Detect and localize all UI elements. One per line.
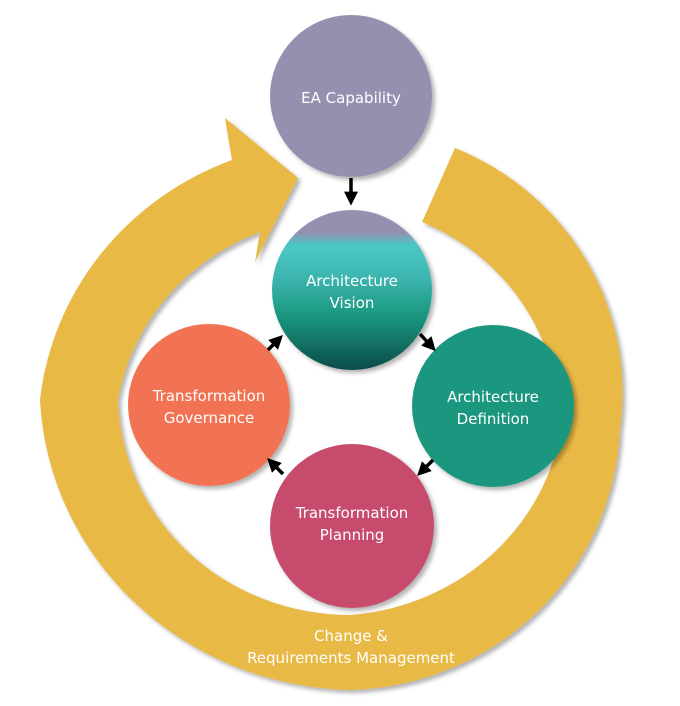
architecture-vision-label-line2: Vision xyxy=(330,294,375,312)
transformation-governance-label-line1: Transformation xyxy=(152,387,266,405)
node-architecture-definition xyxy=(412,325,574,487)
transformation-planning-label-line2: Planning xyxy=(320,526,385,544)
arrow-definition-to-planning xyxy=(417,458,435,476)
ring-label-line2: Requirements Management xyxy=(247,649,455,667)
architecture-definition-label-line1: Architecture xyxy=(447,388,539,406)
arrow-vision-to-definition xyxy=(418,332,436,352)
architecture-vision-label-line1: Architecture xyxy=(306,272,398,290)
arrow-governance-to-vision xyxy=(266,335,283,352)
node-architecture-vision xyxy=(272,210,432,370)
ring-label-line1: Change & xyxy=(314,627,388,645)
ea-capability-label: EA Capability xyxy=(301,89,401,107)
architecture-definition-label-line2: Definition xyxy=(457,410,530,428)
arrow-planning-to-governance xyxy=(267,458,285,476)
node-transformation-governance xyxy=(128,324,290,486)
change-management-ring xyxy=(40,118,623,690)
node-transformation-planning xyxy=(270,444,434,608)
ea-capability-circle xyxy=(270,15,432,177)
transformation-planning-label-line1: Transformation xyxy=(295,504,409,522)
architecture-definition-circle xyxy=(412,325,574,487)
transformation-planning-circle xyxy=(270,444,434,608)
transformation-governance-label-line2: Governance xyxy=(164,409,255,427)
node-ea-capability xyxy=(270,15,432,177)
edges xyxy=(266,178,436,476)
ring-arrow-shape xyxy=(40,118,623,690)
architecture-vision-circle xyxy=(272,210,432,370)
transformation-governance-circle xyxy=(128,324,290,486)
